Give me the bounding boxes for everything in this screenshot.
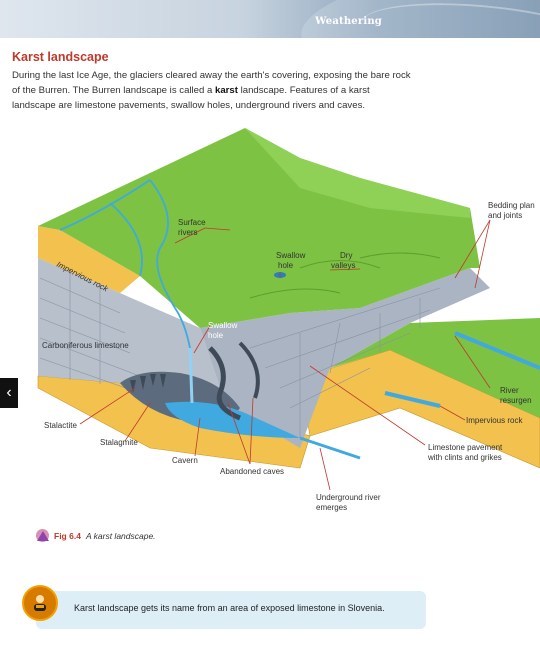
figure-caption-text: A karst landscape. [85, 530, 156, 541]
label-underground-river: Underground river [316, 493, 381, 502]
fact-text: Karst landscape gets its name from an ar… [74, 603, 385, 613]
river-channel-lower [384, 391, 441, 408]
page-header-bar: Weathering [0, 0, 540, 38]
label-swallow-hole-mid: Swallow [208, 321, 238, 330]
label-impervious-rock-right: Impervious rock [466, 416, 523, 425]
waterfall [188, 347, 194, 404]
label-swallow-hole-mid-2: hole [208, 331, 224, 340]
karst-diagram: Surface rivers Swallow hole Dry valleys … [37, 128, 540, 512]
label-stalactite: Stalactite [44, 421, 77, 430]
section-title: Weathering [315, 16, 382, 27]
surface-rivers [59, 179, 191, 349]
page-title: Karst landscape [12, 50, 109, 64]
fact-box: Karst landscape gets its name from an ar… [36, 591, 426, 629]
caption-triangle-icon [36, 530, 49, 541]
abandoned-cave-2 [238, 341, 260, 399]
caption-icon [36, 529, 49, 542]
intro-bold-term: karst [215, 85, 238, 96]
river-channel-upper [454, 331, 540, 370]
dry-valley-lines [249, 252, 441, 299]
previous-page-arrow[interactable]: ‹ [0, 378, 18, 408]
figure-number: Fig 6.4 [54, 530, 81, 541]
label-stalagmite: Stalagmite [100, 438, 138, 447]
stalactites [130, 374, 166, 393]
label-dry-valleys-2: valleys [331, 261, 355, 270]
grass-highlight [245, 128, 470, 218]
label-limestone-pavement: Limestone pavement [428, 443, 503, 452]
label-swallow-hole-top-2: hole [278, 261, 294, 270]
label-bedding-joints: and joints [488, 211, 522, 220]
impervious-band-left [38, 226, 140, 293]
upland-grass-surface [38, 128, 480, 328]
abandoned-cave-1 [208, 346, 241, 421]
label-abandoned-caves: Abandoned caves [220, 467, 284, 476]
label-underground-river-2: emerges [316, 503, 347, 512]
label-surface-rivers-2: rivers [178, 228, 198, 237]
intro-text-1: During the last Ice Age, the glaciers cl… [12, 70, 411, 96]
label-swallow-hole-top: Swallow [276, 251, 306, 260]
mascot-figure-icon [34, 595, 46, 611]
label-dry-valleys: Dry [340, 251, 352, 260]
label-carboniferous-limestone: Carboniferous limestone [42, 341, 129, 350]
mascot-icon [22, 585, 58, 621]
intro-paragraph: During the last Ice Age, the glaciers cl… [12, 68, 412, 113]
intro-text-2: landscape. Features of a karst landscape… [12, 85, 370, 111]
label-limestone-pavement-2: with clints and grikes [427, 453, 502, 462]
lower-grass-field [330, 318, 540, 418]
underground-water [165, 401, 300, 438]
label-leader-lines [79, 219, 491, 491]
label-river-resurgence-2: resurgen [500, 396, 532, 405]
limestone-bedding-lines [39, 268, 441, 438]
figure-caption: Fig 6.4 A karst landscape. [36, 529, 156, 542]
label-surface-rivers: Surface [178, 218, 206, 227]
label-river-resurgence: River [500, 386, 519, 395]
limestone-face-middle [200, 268, 490, 448]
label-cavern: Cavern [172, 456, 198, 465]
underground-river [299, 436, 361, 460]
label-bedding-planes: Bedding plan [488, 201, 535, 210]
